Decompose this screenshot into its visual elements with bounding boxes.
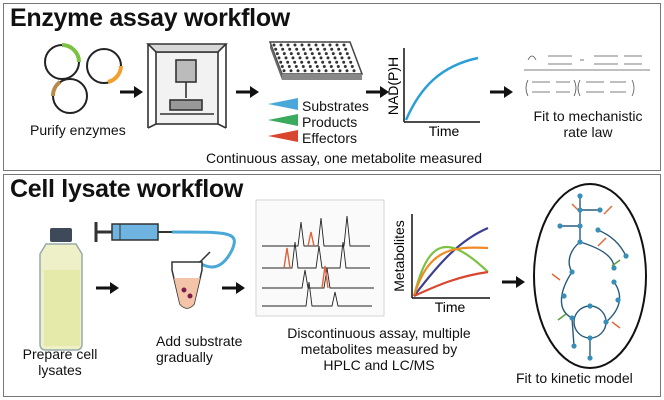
enzyme-circles-icon (44, 43, 123, 114)
eppendorf-tube-icon (171, 251, 211, 309)
liquid-handler-robot-icon (146, 43, 228, 129)
metabolites-plot (411, 214, 490, 299)
fit-rate-law-label: Fit to mechanistic rate law (533, 108, 643, 140)
arrow-icon (96, 282, 119, 294)
lysate-time-axis-label: Time (435, 299, 466, 315)
rate-law-equation-icon (524, 55, 650, 97)
metabolite-curve-orange (412, 246, 489, 297)
metabolite-curve-green (412, 245, 489, 297)
arrow-icon (502, 276, 525, 288)
legend-products: Products (302, 114, 358, 130)
substrates-swatch (268, 98, 298, 110)
effectors-swatch (268, 130, 298, 142)
nadph-curve (404, 56, 479, 121)
metabolite-curve-red (413, 270, 489, 297)
purify-enzymes-label: Purify enzymes (30, 122, 126, 138)
chromatogram-icon (255, 199, 385, 317)
continuous-assay-caption: Continuous assay, one metabolite measure… (206, 150, 483, 166)
legend-wedges (268, 98, 298, 142)
time-axis-label: Time (429, 123, 460, 139)
legend-substrates: Substrates (302, 98, 369, 114)
metabolites-axis-label: Metabolites (391, 220, 407, 292)
prepare-lysates-label: Prepare cell lysates (22, 346, 98, 378)
nadph-plot (403, 48, 480, 123)
lysate-bottle-icon (39, 228, 83, 351)
cell-lysate-workflow-title: Cell lysate workflow (10, 175, 243, 203)
add-substrate-label: Add substrate gradually (156, 333, 243, 365)
arrow-icon (490, 86, 513, 98)
enzyme-workflow-title: Enzyme assay workflow (10, 4, 290, 32)
metabolic-network-icon (533, 183, 647, 369)
arrow-icon (366, 86, 389, 98)
syringe-icon (94, 222, 236, 269)
enzyme-workflow-panel (3, 3, 661, 171)
arrow-icon (236, 86, 259, 98)
nadph-axis-label: NAD(P)H (385, 57, 401, 115)
arrow-icon (222, 282, 245, 294)
fit-kinetic-model-label: Fit to kinetic model (516, 370, 633, 386)
legend-effectors: Effectors (302, 130, 357, 146)
well-plate-icon (268, 41, 364, 80)
arrow-icon (120, 86, 143, 98)
discontinuous-assay-caption: Discontinuous assay, multiple metabolite… (287, 325, 471, 373)
products-swatch (268, 114, 298, 126)
metabolite-curve-blue (413, 226, 489, 297)
